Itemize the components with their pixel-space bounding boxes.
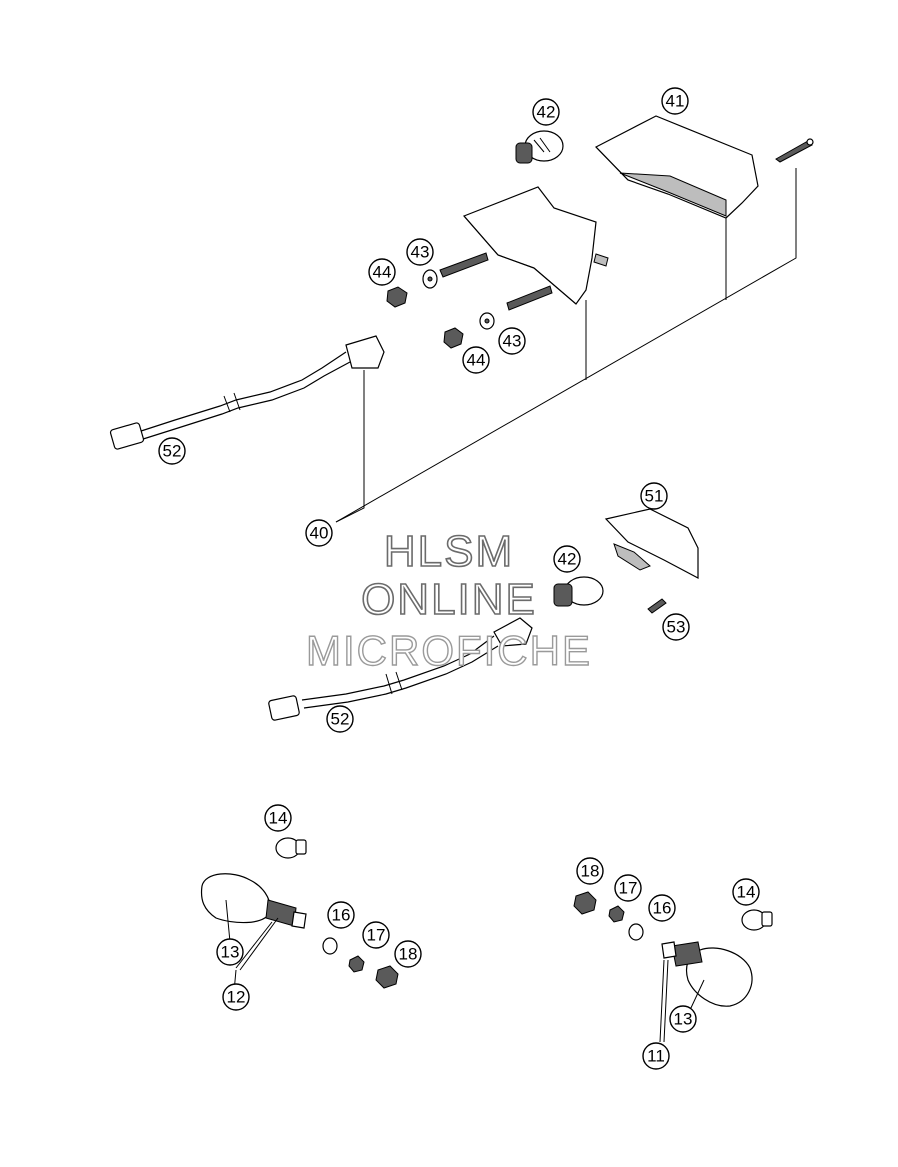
callout-13: 13 [216, 938, 244, 966]
callout-13: 13 [669, 1005, 697, 1033]
turn-signal-left [200, 873, 307, 929]
license-light-screw [647, 598, 667, 614]
callout-51: 51 [640, 482, 668, 510]
svg-text:43: 43 [411, 243, 430, 262]
license-light-bulb [553, 576, 604, 607]
svg-text:14: 14 [269, 809, 288, 828]
svg-text:11: 11 [647, 1047, 665, 1066]
svg-text:13: 13 [221, 943, 240, 962]
turn-signal-right [661, 941, 753, 1007]
callout-42: 42 [532, 98, 560, 126]
svg-text:52: 52 [163, 442, 182, 461]
svg-text:44: 44 [467, 351, 486, 370]
callout-17: 17 [614, 874, 642, 902]
watermark-line-2: ONLINE [360, 574, 537, 625]
svg-text:53: 53 [667, 618, 686, 637]
callout-12: 12 [222, 983, 250, 1011]
svg-text:42: 42 [537, 103, 556, 122]
callout-14: 14 [264, 804, 292, 832]
tail-light-housing [462, 186, 609, 305]
callout-18: 18 [576, 857, 604, 885]
tail-light-leaders [335, 168, 797, 523]
callout-52: 52 [326, 705, 354, 733]
svg-text:16: 16 [653, 899, 672, 918]
callout-41: 41 [661, 87, 689, 115]
callout-16: 16 [648, 894, 676, 922]
svg-text:18: 18 [581, 862, 600, 881]
svg-text:40: 40 [310, 524, 329, 543]
wiring-harness-52-mid [268, 617, 533, 721]
svg-text:41: 41 [666, 92, 685, 111]
washers-nuts-top [386, 269, 495, 349]
callout-43: 43 [406, 238, 434, 266]
turn-leaders-left [225, 899, 279, 993]
turn-bulb-right [741, 909, 773, 931]
svg-text:17: 17 [367, 926, 386, 945]
svg-text:42: 42 [558, 550, 577, 569]
wiring-harness-52-top [109, 335, 385, 450]
turn-leaders-right [659, 959, 705, 1043]
callout-43: 43 [498, 327, 526, 355]
callout-44: 44 [368, 258, 396, 286]
watermark-line-1: HLSM [383, 526, 515, 577]
license-light-housing [604, 508, 699, 579]
svg-text:43: 43 [503, 332, 522, 351]
tail-light-lens [595, 115, 759, 219]
callout-14: 14 [732, 878, 760, 906]
svg-text:14: 14 [737, 883, 756, 902]
tail-light-bolts [439, 252, 553, 311]
callout-53: 53 [662, 613, 690, 641]
callout-17: 17 [362, 921, 390, 949]
svg-text:17: 17 [619, 879, 638, 898]
callout-42: 42 [553, 545, 581, 573]
turn-bulb-left [275, 837, 307, 859]
callout-16: 16 [327, 901, 355, 929]
callout-52: 52 [158, 437, 186, 465]
callout-44: 44 [462, 346, 490, 374]
svg-text:13: 13 [674, 1010, 693, 1029]
turn-hardware-right [573, 891, 644, 941]
svg-text:18: 18 [399, 945, 418, 964]
svg-text:12: 12 [227, 988, 246, 1007]
callout-40: 40 [305, 519, 333, 547]
callout-11: 11 [642, 1042, 670, 1070]
svg-text:16: 16 [332, 906, 351, 925]
watermark-line-3: MICROFICHE [305, 626, 592, 674]
tail-light-bulb-42-top [515, 130, 564, 164]
svg-text:52: 52 [331, 710, 350, 729]
turn-hardware-left [322, 937, 399, 989]
callout-18: 18 [394, 940, 422, 968]
svg-text:51: 51 [645, 487, 664, 506]
svg-text:44: 44 [373, 263, 392, 282]
tail-light-screw [775, 138, 814, 163]
